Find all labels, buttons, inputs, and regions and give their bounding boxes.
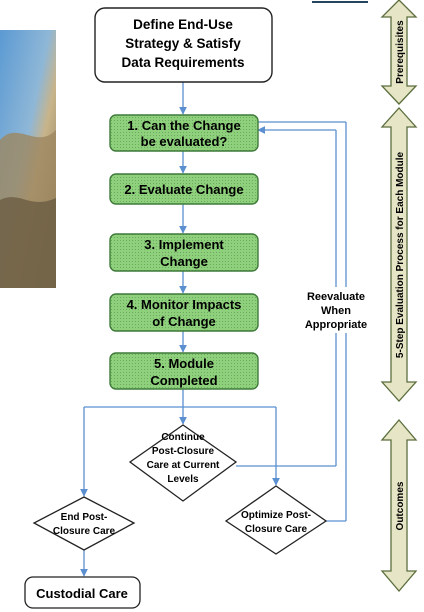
end-care-line-2: Closure Care [53,526,116,537]
optimize-line-1: Optimize Post- [241,510,311,521]
reevaluate-line-3: Appropriate [305,319,367,331]
continue-line-4: Levels [167,474,199,485]
step-1-line-1: 1. Can the Change [127,118,240,133]
step-5-line-1: 5. Module [154,356,214,371]
end-care-diamond: End Post- Closure Care [32,496,136,551]
step-3-line-1: 3. Implement [144,237,224,252]
define-line-3: Data Requirements [121,55,244,70]
reevaluate-label: Reevaluate When Appropriate [298,287,374,333]
continue-line-2: Post-Closure [152,446,215,457]
outcomes-arrow: Outcomes [380,418,418,593]
define-line-1: Define End-Use [133,17,233,32]
step-5-line-2: Completed [150,373,217,388]
evaluation-label: 5-Step Evaluation Process for Each Modul… [395,151,406,358]
prerequisites-label: Prerequisites [395,20,406,84]
optimize-care-diamond: Optimize Post- Closure Care [224,485,328,555]
define-line-2: Strategy & Satisfy [125,36,241,51]
continue-line-1: Continue [161,432,205,443]
step-3-line-2: Change [160,254,208,269]
define-end-use-box: Define End-Use Strategy & Satisfy Data R… [94,7,273,83]
step-5-box: 5. Module Completed [109,352,259,390]
prerequisites-arrow: Prerequisites [380,0,418,105]
step-2-box: 2. Evaluate Change [109,173,259,205]
end-care-line-1: End Post- [61,512,108,523]
step-2-label: 2. Evaluate Change [124,182,243,197]
step-3-box: 3. Implement Change [109,233,259,272]
step-4-box: 4. Monitor Impacts of Change [109,293,259,332]
step-4-line-1: 4. Monitor Impacts [127,297,242,312]
outcomes-label: Outcomes [395,481,406,530]
step-1-line-2: be evaluated? [141,134,228,149]
evaluation-process-arrow: 5-Step Evaluation Process for Each Modul… [380,107,418,402]
optimize-line-2: Closure Care [245,524,308,535]
step-1-box: 1. Can the Change be evaluated? [109,114,259,152]
continue-care-diamond: Continue Post-Closure Care at Current Le… [128,424,238,502]
landfill-photo [0,30,56,288]
step-4-line-2: of Change [152,314,216,329]
reevaluate-line-2: When [321,305,351,317]
reevaluate-line-1: Reevaluate [307,291,365,303]
custodial-care-box: Custodial Care [24,576,141,609]
continue-line-3: Care at Current [147,460,220,471]
custodial-label: Custodial Care [36,586,128,601]
